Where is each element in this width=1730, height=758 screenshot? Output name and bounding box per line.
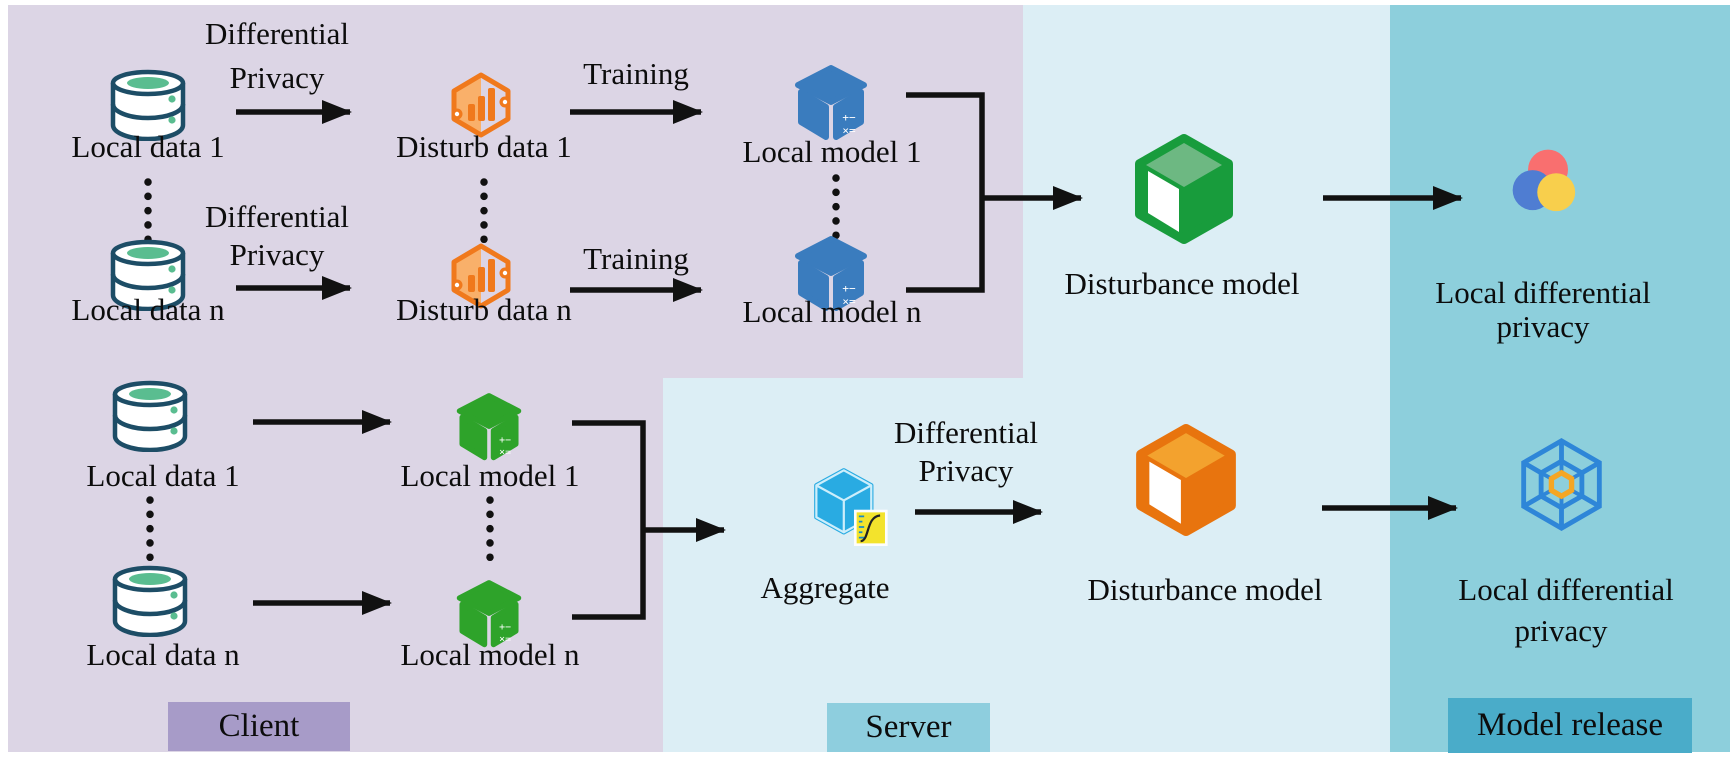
aggregate-cube-icon: [814, 468, 888, 547]
disturbance-model-cube-icon: [1135, 134, 1233, 244]
local-model-label: Local model 1: [400, 458, 580, 493]
disturb-data-icon: [451, 72, 511, 138]
release-label-line1: Local differential: [1458, 572, 1674, 607]
local-model-label: Local model n: [742, 294, 922, 329]
database-icon: [112, 565, 188, 637]
svg-text:+−: +−: [499, 435, 511, 446]
svg-text:+−: +−: [499, 622, 511, 633]
server-zone-label: Server: [865, 709, 952, 745]
dp-arrow-label-line2: Privacy: [229, 60, 325, 95]
aggregate-label: Aggregate: [760, 570, 890, 605]
svg-text:×=: ×=: [842, 295, 856, 308]
disturbance-model-cube-icon: [1136, 424, 1236, 536]
dp-arrow-label-line1: Differential: [204, 16, 350, 51]
svg-text:+−: +−: [842, 282, 856, 295]
hex-web-icon: [1521, 438, 1602, 531]
dp-arrow-label-line2: Privacy: [229, 237, 325, 272]
release-label-line2: privacy: [1496, 309, 1590, 344]
disturb-data-icon: [451, 243, 511, 309]
model-release-zone-background: [1390, 5, 1730, 752]
model-release-zone-badge: Model release: [1448, 698, 1692, 753]
dp-arrow-label-line1: Differential: [893, 415, 1039, 450]
disturbance-model-label: Disturbance model: [1064, 266, 1300, 301]
local-model-label: Local model 1: [742, 134, 922, 169]
local-model-cube-icon: +− ×=: [456, 580, 522, 648]
server-zone-badge: Server: [827, 703, 990, 752]
svg-text:+−: +−: [842, 111, 856, 124]
local-data-label: Local data n: [71, 292, 225, 327]
disturb-data-label: Disturb data n: [396, 292, 572, 327]
release-label-line1: Local differential: [1435, 275, 1651, 310]
model-release-zone-label: Model release: [1477, 707, 1663, 743]
database-icon: [110, 69, 186, 141]
local-model-label: Local model n: [400, 637, 580, 672]
disturb-data-label: Disturb data 1: [396, 129, 572, 164]
local-model-cube-icon: +− ×=: [456, 393, 522, 461]
release-label-line2: privacy: [1514, 613, 1608, 648]
svg-text:×=: ×=: [499, 634, 511, 645]
dp-arrow-label-line2: Privacy: [918, 453, 1014, 488]
dp-arrow-label-line1: Differential: [204, 199, 350, 234]
database-icon: [112, 380, 188, 452]
overlap-circles-icon: [1512, 149, 1576, 212]
local-data-label: Local data 1: [71, 129, 225, 164]
svg-text:×=: ×=: [842, 124, 856, 137]
local-data-label: Local data 1: [86, 458, 240, 493]
local-data-label: Local data n: [86, 637, 240, 672]
disturbance-model-label: Disturbance model: [1087, 572, 1323, 607]
local-model-cube-icon: +− ×=: [795, 65, 867, 140]
database-icon: [110, 239, 186, 311]
svg-text:×=: ×=: [499, 447, 511, 458]
training-arrow-label: Training: [583, 56, 689, 91]
local-model-cube-icon: +− ×=: [795, 236, 867, 311]
client-zone-label: Client: [218, 708, 300, 744]
client-zone-badge: Client: [168, 702, 350, 751]
training-arrow-label: Training: [583, 241, 689, 276]
